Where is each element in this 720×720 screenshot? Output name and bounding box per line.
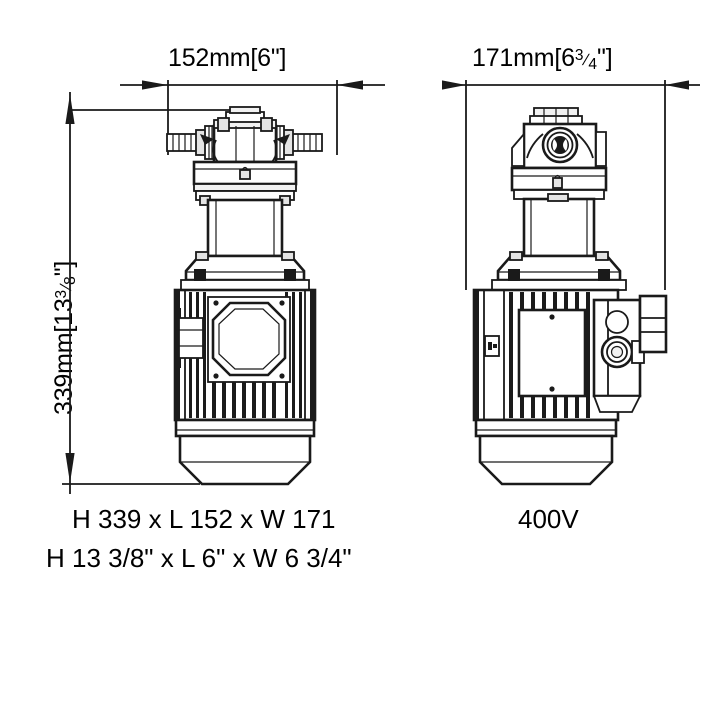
dimension-imperial-whole: 6: [561, 44, 575, 72]
bracket-close: ]: [279, 44, 287, 72]
side-elevation-view: [472, 107, 668, 486]
cable-gland-left: [166, 125, 217, 160]
side-connector-box: [592, 294, 668, 413]
bracket-open: [: [554, 44, 562, 72]
front-elevation-view: [166, 106, 323, 486]
neck-column: [206, 198, 284, 258]
dimension-imperial-unit: ": [597, 44, 606, 72]
dimension-label-width-left: 152mm[6"]: [168, 46, 286, 71]
bracket-open: [: [250, 44, 258, 72]
tapered-shade: [174, 418, 316, 486]
bracket-close: ]: [605, 44, 613, 72]
caption-imperial-summary: H 13 3/8" x L 6" x W 6 3/4": [46, 543, 352, 573]
dimension-metric-value: 152mm: [168, 44, 251, 72]
caption-metric-summary: H 339 x L 152 x W 171: [72, 504, 336, 534]
neck-column: [522, 193, 596, 258]
caption-voltage: 400V: [518, 504, 579, 534]
fraction-numerator: 3: [574, 47, 584, 65]
circular-connector: [541, 126, 579, 164]
octagonal-faceplate: [207, 296, 291, 383]
dimension-label-width-right: 171mm[63/4"]: [472, 44, 613, 73]
junction-box: [192, 106, 298, 206]
terminal-plate: [517, 308, 587, 398]
dimension-imperial-unit: ": [270, 44, 280, 72]
dimension-imperial-fraction: 3/4: [575, 48, 597, 72]
dimension-metric-value: 171mm: [472, 44, 555, 72]
fraction-denominator: 4: [588, 56, 597, 74]
motor-body: [472, 288, 668, 422]
dimension-imperial-whole: 6: [257, 44, 271, 72]
junction-box: [510, 107, 608, 200]
mounting-flange: [491, 251, 627, 291]
tapered-shade: [474, 418, 618, 486]
mounting-flange: [180, 251, 310, 291]
motor-body: [173, 288, 317, 422]
dimension-line-width-right: [442, 80, 700, 290]
dimension-line-height: [62, 92, 200, 494]
cable-gland-right: [272, 125, 323, 160]
side-terminal-bump: [175, 308, 204, 368]
